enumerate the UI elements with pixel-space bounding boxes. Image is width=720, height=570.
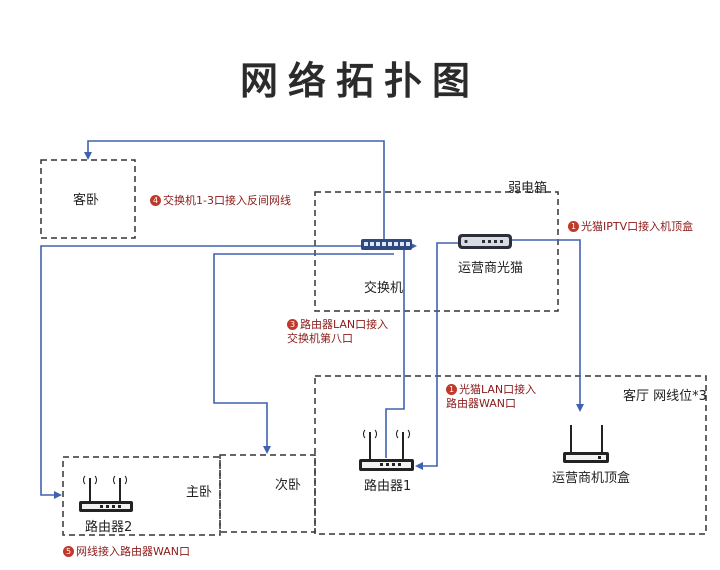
note-number-badge: 4 [150, 195, 161, 206]
switch-to-router2-link [40, 242, 385, 499]
living-room-label: 客厅 网线位*3 [623, 389, 707, 404]
note-number-badge: 5 [63, 546, 74, 557]
settop-box-label: 运营商机顶盒 [552, 471, 631, 486]
modem-to-settop-link [512, 239, 584, 412]
note-text: 光猫IPTV口接入机顶盒 [581, 220, 694, 233]
note-number-badge: 1 [446, 384, 457, 395]
switch-to-second-bedroom-link [213, 253, 394, 454]
second-bedroom-box [219, 454, 316, 533]
switch-to-guest-bedroom-link [84, 140, 385, 242]
note-number-badge: 3 [287, 319, 298, 330]
switch-label: 交换机 [364, 281, 404, 296]
note-text: 路由器LAN口接入 [300, 318, 389, 331]
router1-icon [359, 429, 414, 471]
note-number-badge: 1 [568, 221, 579, 232]
router2-label: 路由器2 [85, 520, 133, 535]
modem-icon [458, 234, 512, 249]
switch-icon [361, 239, 412, 250]
note-text: 路由器WAN口 [446, 397, 517, 410]
note-text: 光猫LAN口接入 [459, 383, 537, 396]
settop-box-icon [563, 425, 609, 463]
living-room-box [314, 375, 707, 535]
page-title: 网络拓扑图 [239, 59, 480, 103]
router1-label: 路由器1 [364, 479, 412, 494]
note-text: 网线接入路由器WAN口 [76, 545, 191, 558]
second-bedroom-label: 次卧 [275, 478, 302, 493]
note-text: 交换机1-3口接入反间网线 [163, 194, 291, 207]
guest-bedroom-box [40, 159, 136, 239]
master-bedroom-label: 主卧 [186, 485, 213, 500]
guest-bedroom-label: 客卧 [73, 193, 100, 208]
weak-box-label: 弱电箱 [508, 181, 548, 196]
note-text: 交换机第八口 [287, 332, 353, 345]
modem-to-router1-link [415, 242, 462, 470]
modem-label: 运营商光猫 [458, 261, 524, 276]
router2-icon [79, 475, 133, 512]
